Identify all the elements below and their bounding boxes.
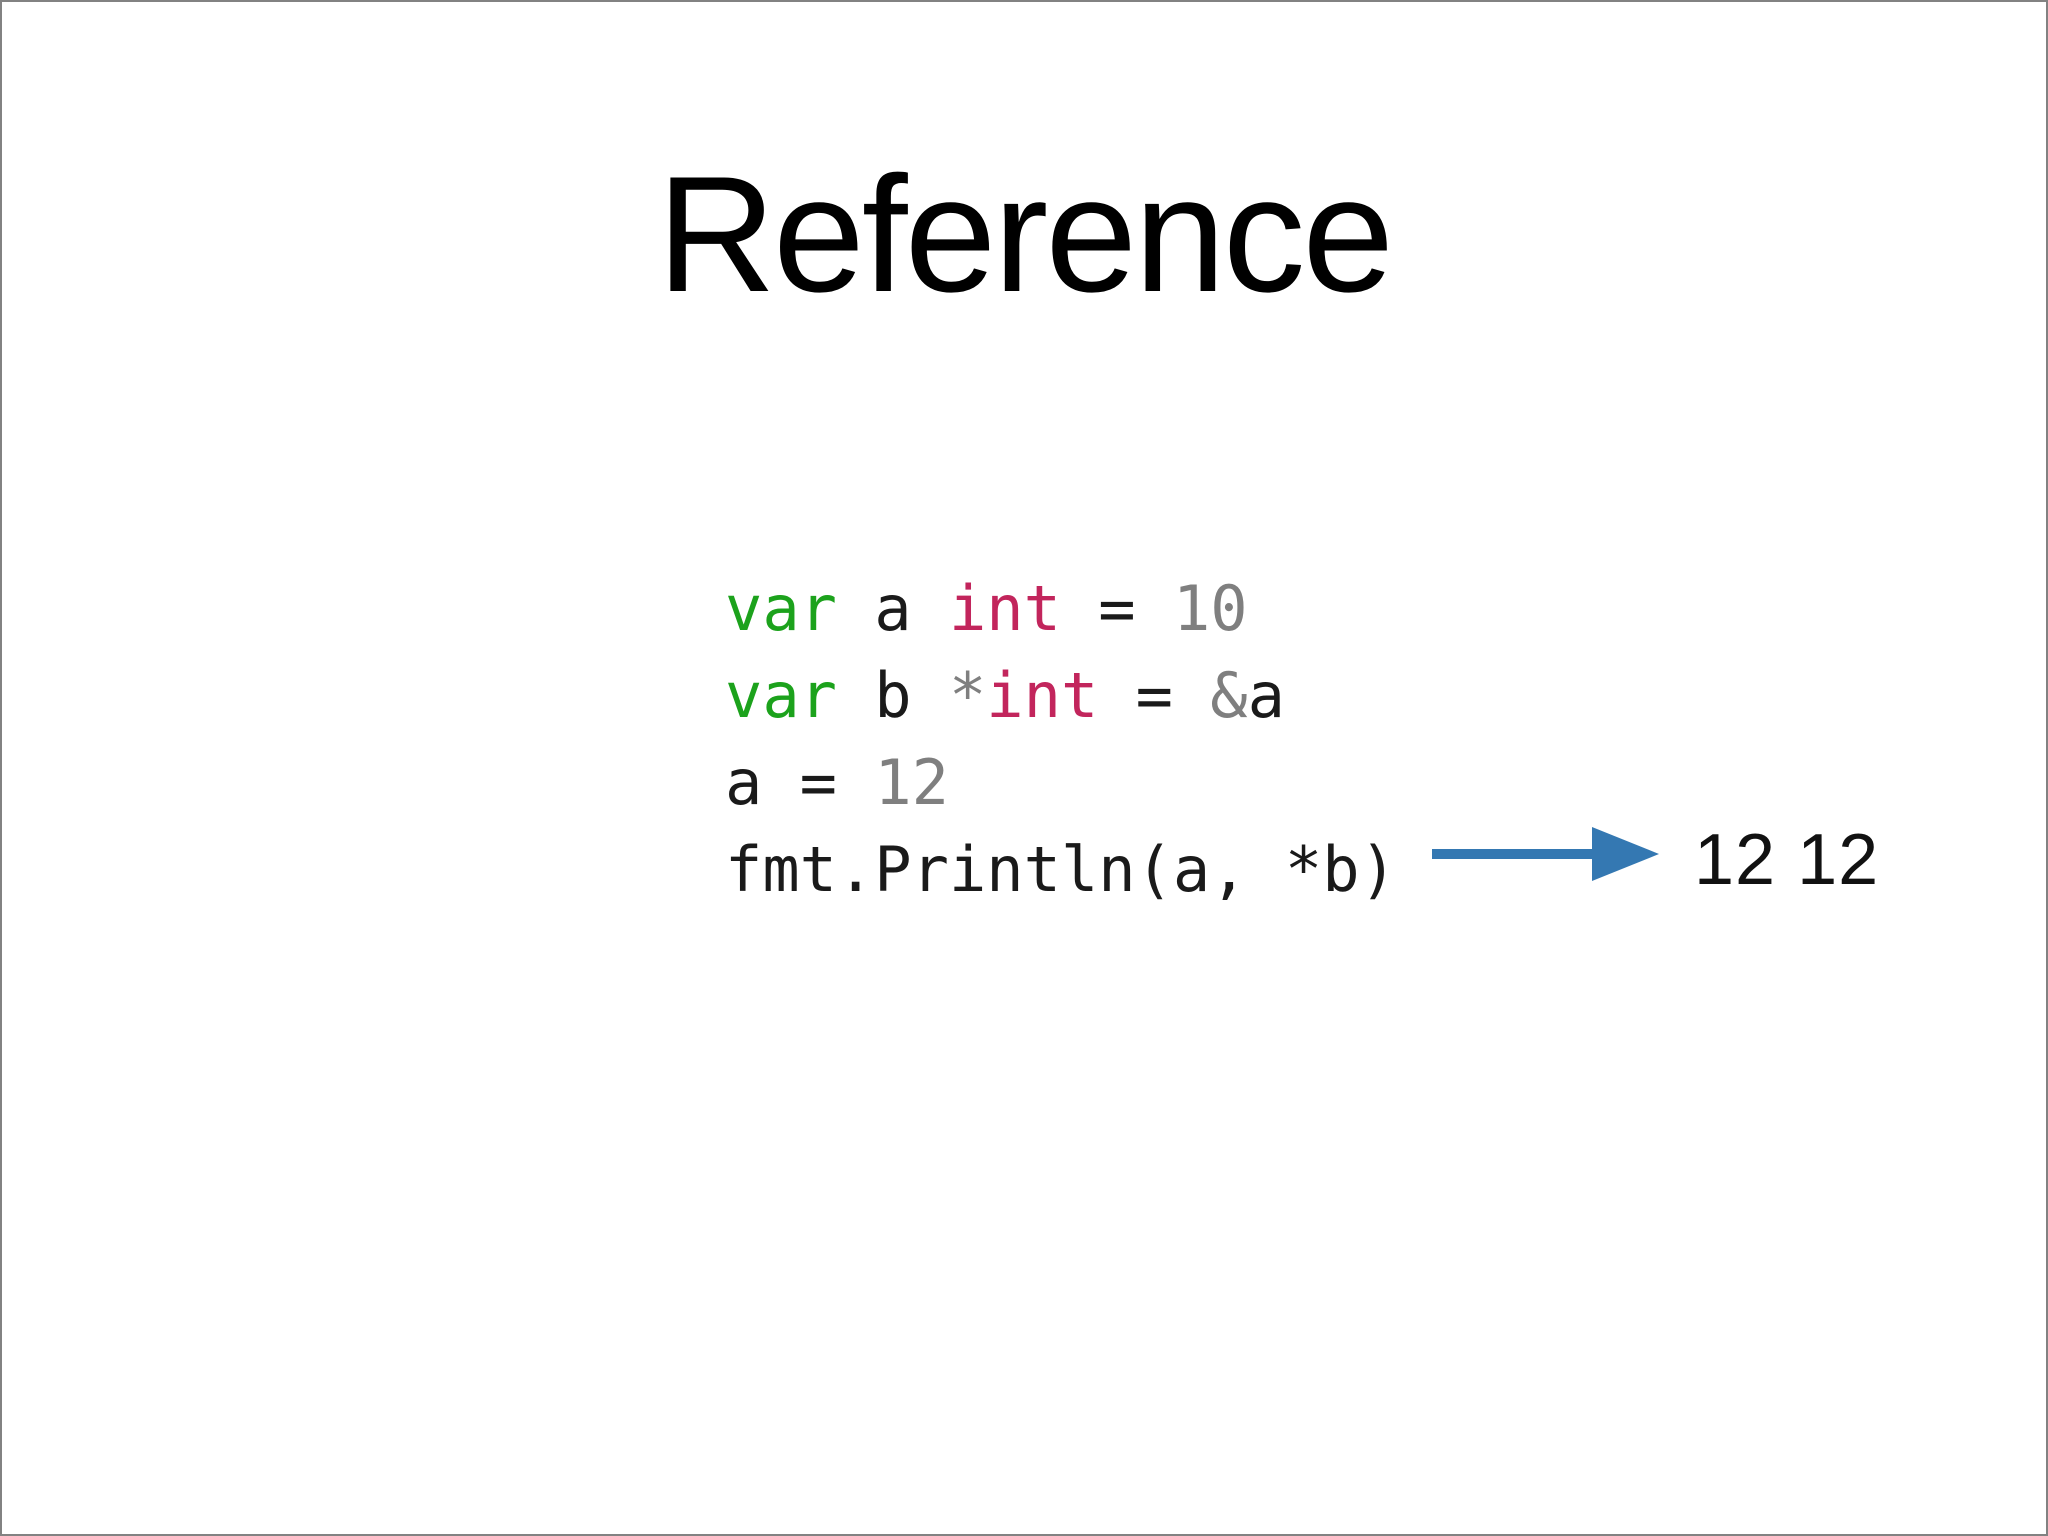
code-token-println-call: fmt.Println(a, *b)	[725, 833, 1397, 906]
code-line-2: var b *int = &a	[725, 652, 1397, 739]
output-value: 12 12	[1694, 820, 1880, 900]
code-token-assignment: a =	[725, 746, 875, 819]
code-token-literal-12: 12	[874, 746, 949, 819]
code-token-int-type: int	[948, 572, 1061, 645]
code-token-literal-10: 10	[1172, 572, 1248, 645]
slide-title: Reference	[656, 142, 1394, 326]
code-token-variable-b: b	[836, 659, 949, 732]
code-token-pointer-star: *	[948, 659, 987, 732]
code-line-4: fmt.Println(a, *b)	[725, 826, 1397, 913]
code-token-equals: =	[1060, 572, 1173, 645]
code-token-int-type: int	[986, 659, 1099, 732]
code-token-ampersand: &	[1210, 659, 1248, 732]
code-token-variable-a: a	[836, 572, 949, 645]
code-token-var-keyword: var	[725, 659, 837, 732]
code-line-1: var a int = 10	[725, 565, 1397, 652]
code-line-3: a = 12	[725, 739, 1397, 826]
code-token-equals: =	[1098, 659, 1211, 732]
code-token-var-keyword: var	[725, 572, 837, 645]
result-arrow-icon	[1432, 826, 1660, 882]
code-token-variable-a: a	[1247, 659, 1285, 732]
